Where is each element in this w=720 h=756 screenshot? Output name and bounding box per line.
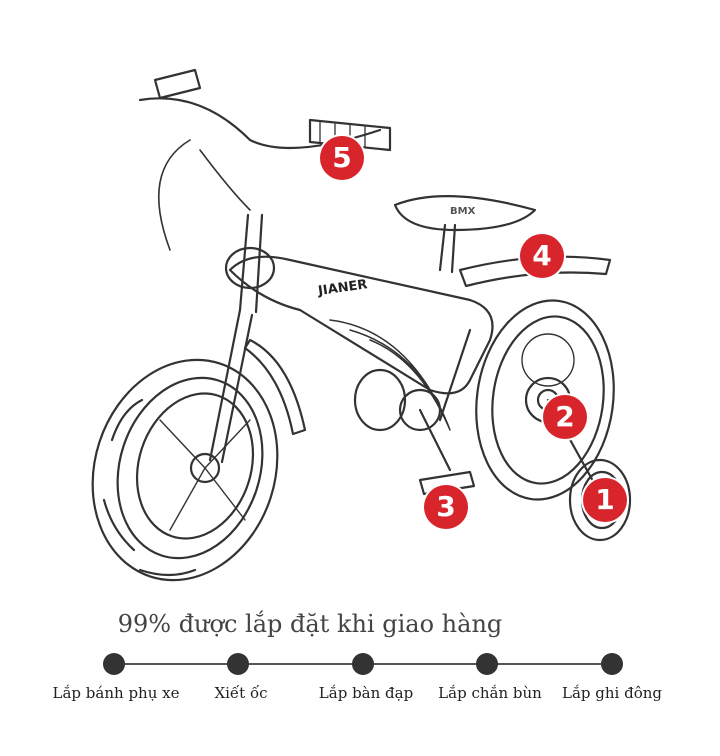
step-label-2: Xiết ốc [214, 684, 268, 702]
pedal-crank [353, 368, 476, 496]
rear-wheel [475, 299, 615, 501]
step-dot-4 [476, 653, 498, 675]
steps-timeline [0, 648, 720, 678]
badge-2: 2 [543, 395, 587, 439]
step-label-5: Lắp ghi đông [562, 684, 662, 702]
headline: 99% được lắp đặt khi giao hàng [117, 610, 503, 638]
step-dot-3 [352, 653, 374, 675]
front-wheel [91, 358, 279, 582]
frame-brand-text: JIANER [316, 277, 368, 299]
badge-5: 5 [320, 136, 364, 180]
badge-4: 4 [520, 234, 564, 278]
saddle-brand-text: BMX [450, 206, 476, 217]
step-label-1: Lắp bánh phụ xe [52, 684, 180, 702]
badge-3: 3 [424, 485, 468, 529]
step-dot-2 [227, 653, 249, 675]
step-label-3: Lắp bàn đạp [318, 684, 414, 702]
step-dot-1 [103, 653, 125, 675]
bicycle-illustration: JIANER BMX [91, 68, 632, 582]
seat [393, 195, 537, 274]
step-dot-5 [601, 653, 623, 675]
step-label-4: Lắp chắn bùn [438, 684, 542, 702]
badge-1: 1 [583, 478, 627, 522]
